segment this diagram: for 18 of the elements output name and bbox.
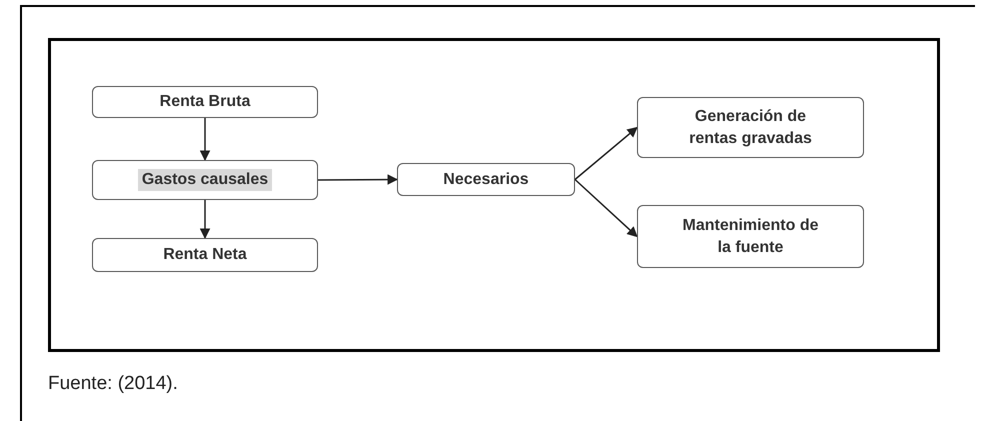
box-label: Generación de rentas gravadas (688, 106, 813, 148)
arrow (200, 118, 210, 162)
box-label: Renta Neta (163, 245, 247, 266)
process-box (397, 163, 575, 196)
box-label: Necesarios (443, 170, 529, 190)
box-label: Gastos causales (138, 169, 272, 191)
arrow (318, 174, 398, 185)
caption: Fuente: (2014). (48, 372, 178, 396)
process-box (637, 97, 864, 158)
arrow (574, 178, 638, 238)
process-box (637, 205, 864, 268)
process-box (92, 238, 318, 272)
box-label: Renta Bruta (160, 92, 250, 112)
process-box (92, 160, 318, 200)
arrow (574, 126, 638, 180)
arrow (200, 200, 210, 240)
process-box (92, 86, 318, 118)
box-label: Mantenimiento de la fuente (681, 216, 820, 258)
